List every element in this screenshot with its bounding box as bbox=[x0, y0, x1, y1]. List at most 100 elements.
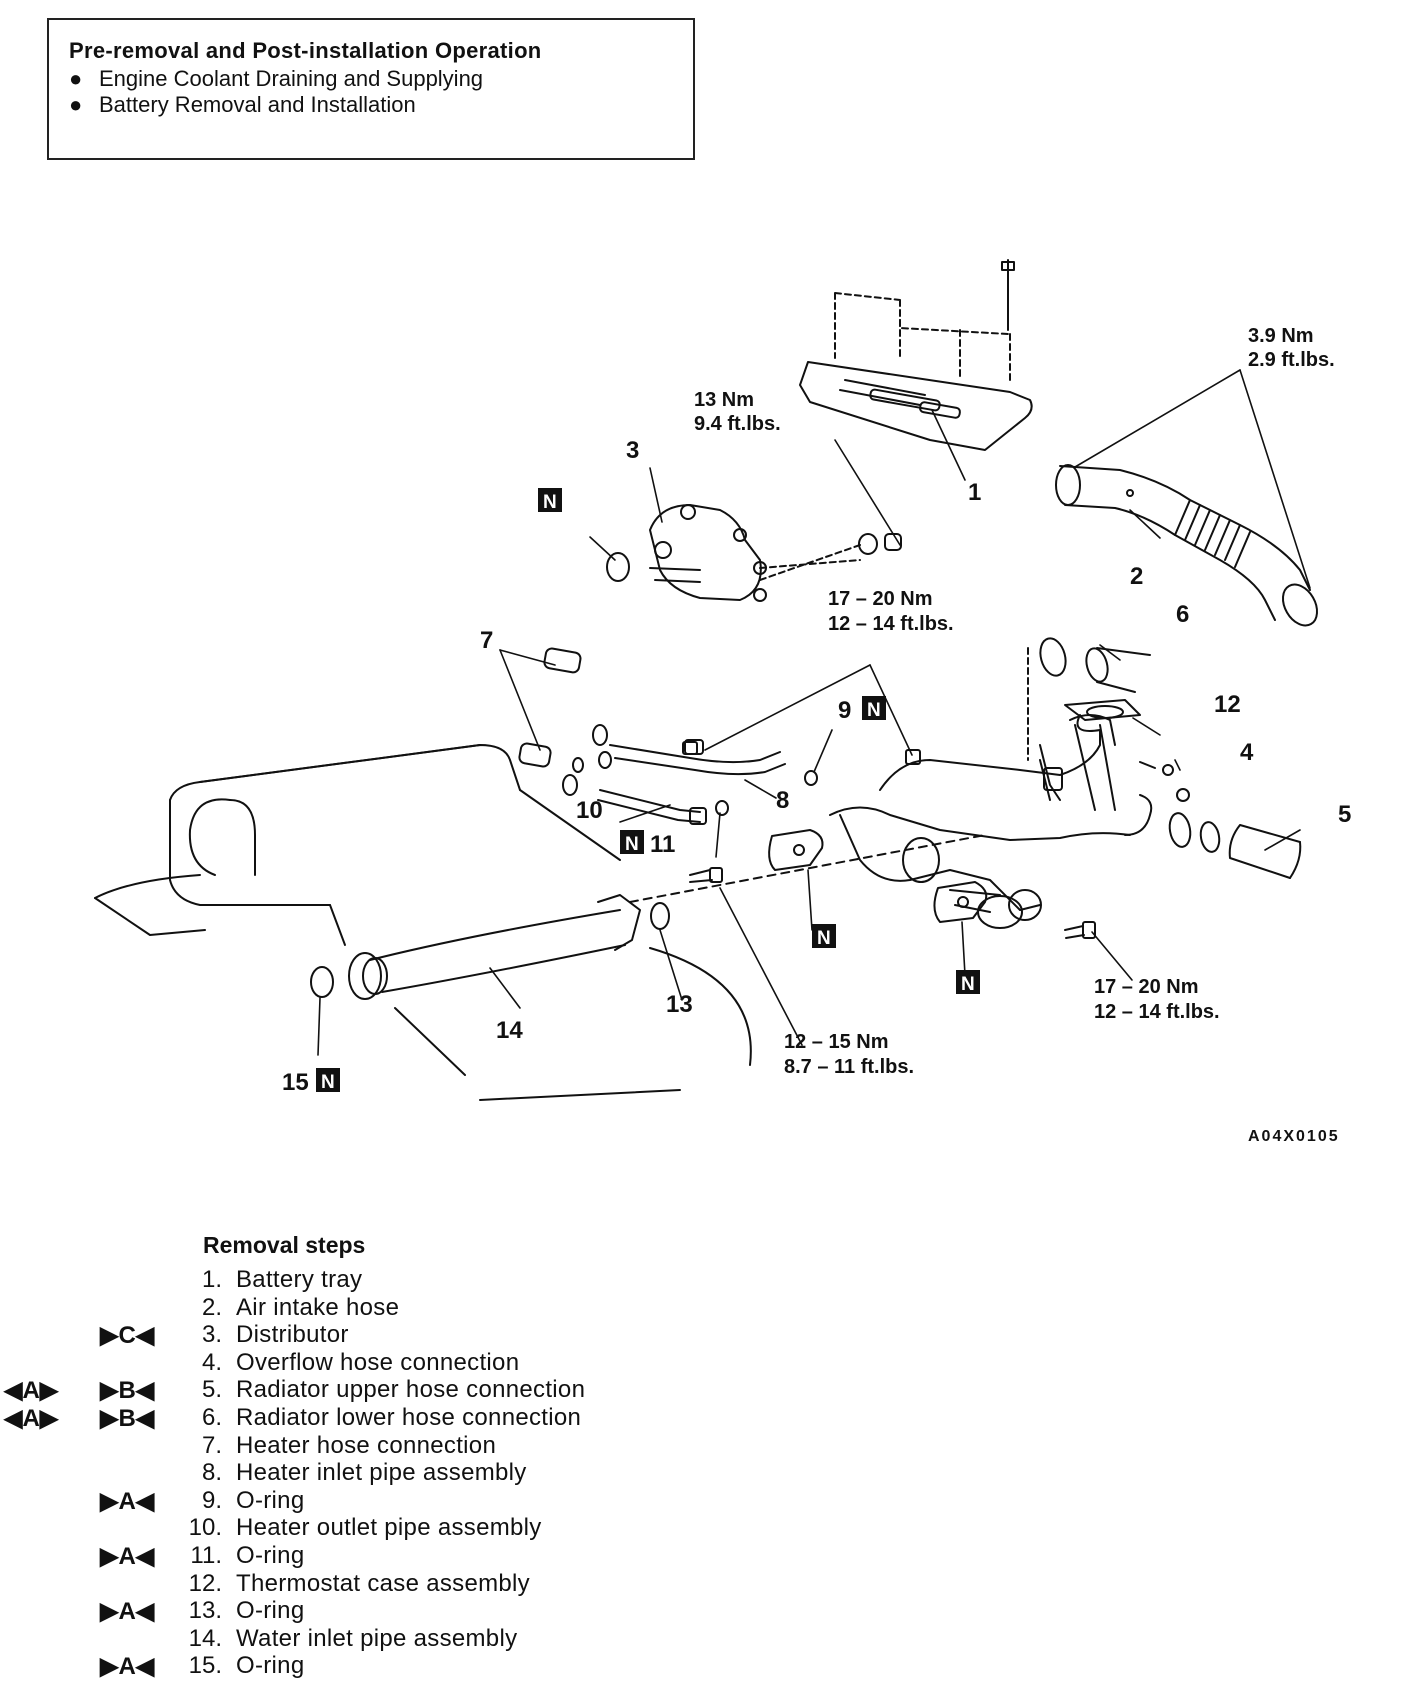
removal-step-row: 2. Air intake hose bbox=[0, 1294, 900, 1321]
heater-pipes bbox=[597, 739, 786, 825]
new-part-badge: N bbox=[862, 696, 886, 721]
step-text: O-ring bbox=[236, 1542, 305, 1569]
step-number: 13. bbox=[188, 1597, 222, 1625]
callout-9: 9 bbox=[838, 697, 851, 724]
svg-text:N: N bbox=[543, 492, 557, 513]
pre-removal-item-text: Engine Coolant Draining and Supplying bbox=[99, 66, 484, 91]
callout-13: 13 bbox=[666, 991, 693, 1018]
pre-removal-item: ● Battery Removal and Installation bbox=[69, 92, 416, 118]
air-intake-hose bbox=[1055, 464, 1319, 627]
step-text: Radiator upper hose connection bbox=[236, 1376, 586, 1404]
torque-distributor-ft: 9.4 ft.lbs. bbox=[694, 413, 781, 435]
step-number: 14. bbox=[188, 1624, 222, 1652]
torque-heater-nm: 17 – 20 Nm bbox=[828, 588, 933, 610]
removal-step-row: ▶A◀ 9. O-ring bbox=[0, 1486, 900, 1515]
step-text: O-ring bbox=[236, 1597, 305, 1625]
hose-clamp-upper bbox=[1039, 637, 1151, 693]
bullet-icon: ● bbox=[69, 66, 83, 91]
step-number: 8. bbox=[201, 1459, 222, 1487]
o-ring-11 bbox=[715, 800, 729, 816]
removal-step-row: ▶C◀3.Distributor bbox=[0, 1321, 900, 1349]
callout-5: 5 bbox=[1338, 801, 1351, 828]
svg-text:N: N bbox=[321, 1072, 335, 1093]
install-marker: ▶A◀ bbox=[100, 1487, 155, 1515]
torque-inletpipe-ft: 8.7 – 11 ft.lbs. bbox=[784, 1056, 914, 1078]
install-marker-left: ◀A▶ bbox=[4, 1405, 59, 1432]
new-part-badge: N bbox=[812, 924, 836, 949]
removal-step-row: 4.Overflow hose connection bbox=[0, 1349, 900, 1376]
callout-10: 10 bbox=[576, 797, 603, 824]
step-number: 6. bbox=[201, 1404, 222, 1431]
assembly-centerline bbox=[629, 834, 986, 903]
install-marker: ▶B◀ bbox=[100, 1377, 155, 1405]
new-part-badge: N bbox=[316, 1068, 340, 1093]
step-number: 9. bbox=[201, 1486, 222, 1514]
callout-14: 14 bbox=[496, 1017, 523, 1044]
removal-step-row: 1. Battery tray bbox=[0, 1266, 900, 1293]
step-text: Heater outlet pipe assembly bbox=[236, 1514, 542, 1542]
step-text: Air intake hose bbox=[236, 1293, 400, 1321]
torque-airhose-nm: 3.9 Nm bbox=[1248, 325, 1314, 347]
removal-step-row: ◀A▶ ▶B◀ 6. Radiator lower hose connection bbox=[0, 1404, 900, 1432]
step-text: O-ring bbox=[236, 1486, 305, 1514]
step-number: 10. bbox=[188, 1514, 222, 1542]
o-ring-9 bbox=[804, 770, 818, 786]
water-inlet-pipe bbox=[310, 894, 670, 1000]
callout-11: 11 bbox=[650, 831, 675, 858]
step-text: Water inlet pipe assembly bbox=[236, 1624, 518, 1652]
exploded-view-diagram: 3.9 Nm 2.9 ft.lbs. 13 Nm 9.4 ft.lbs. 17 … bbox=[94, 259, 1351, 1101]
svg-text:N: N bbox=[961, 974, 975, 995]
removal-step-row: 8. Heater inlet pipe assembly bbox=[0, 1459, 900, 1486]
step-number: 12. bbox=[188, 1569, 222, 1597]
step-text: Overflow hose connection bbox=[236, 1348, 520, 1376]
svg-text:N: N bbox=[867, 700, 881, 721]
install-marker: ▶B◀ bbox=[100, 1405, 155, 1432]
callout-12: 12 bbox=[1214, 691, 1241, 718]
install-marker: ▶A◀ bbox=[100, 1543, 155, 1570]
svg-text:N: N bbox=[625, 834, 639, 855]
removal-step-row: ▶A◀ 11. O-ring bbox=[0, 1542, 900, 1570]
removal-step-row: ◀A▶ ▶B◀ 5. Radiator upper hose connection bbox=[0, 1376, 900, 1405]
gaskets bbox=[768, 829, 988, 923]
step-number: 5. bbox=[201, 1376, 222, 1404]
new-part-badge: N bbox=[956, 970, 980, 995]
torque-thermostat-nm: 17 – 20 Nm bbox=[1094, 976, 1199, 998]
callout-2: 2 bbox=[1130, 563, 1143, 590]
callout-1: 1 bbox=[968, 479, 981, 506]
figure-reference: A04X0105 bbox=[1248, 1128, 1340, 1145]
bullet-icon: ● bbox=[69, 92, 83, 117]
thermostat-case-assembly bbox=[829, 647, 1302, 929]
install-marker: ▶A◀ bbox=[100, 1598, 155, 1626]
install-marker-left: ◀A▶ bbox=[4, 1377, 59, 1405]
distributor bbox=[606, 504, 902, 602]
callout-8: 8 bbox=[776, 787, 789, 814]
removal-step-row: ▶A◀ 13. O-ring bbox=[0, 1597, 900, 1626]
step-number: 2. bbox=[201, 1293, 222, 1321]
pre-removal-box: Pre-removal and Post-installation Operat… bbox=[47, 18, 695, 160]
step-text: O-ring bbox=[236, 1652, 305, 1680]
callout-numbers: 1 2 3 4 5 6 7 8 9 10 11 12 13 14 15 bbox=[282, 437, 1351, 1096]
pre-removal-item-text: Battery Removal and Installation bbox=[99, 92, 416, 117]
step-number: 1. bbox=[201, 1266, 222, 1293]
step-text: Radiator lower hose connection bbox=[236, 1404, 582, 1431]
torque-labels: 3.9 Nm 2.9 ft.lbs. 13 Nm 9.4 ft.lbs. 17 … bbox=[694, 325, 1335, 1078]
removal-step-row: 10. Heater outlet pipe assembly bbox=[0, 1514, 900, 1541]
step-text: Heater hose connection bbox=[236, 1431, 497, 1459]
install-marker: ▶A◀ bbox=[100, 1653, 155, 1681]
leader-lines bbox=[317, 369, 1311, 1056]
step-number: 11. bbox=[190, 1542, 222, 1569]
step-text: Heater inlet pipe assembly bbox=[236, 1459, 527, 1487]
new-part-badges: N N N N N N bbox=[316, 488, 980, 1093]
callout-6: 6 bbox=[1176, 601, 1189, 628]
step-number: 7. bbox=[201, 1431, 222, 1459]
heater-hose-connections bbox=[518, 647, 612, 796]
callout-7: 7 bbox=[480, 627, 493, 654]
torque-thermostat-ft: 12 – 14 ft.lbs. bbox=[1094, 1001, 1220, 1023]
callout-15: 15 bbox=[282, 1069, 309, 1096]
removal-step-row: 7. Heater hose connection bbox=[0, 1432, 900, 1459]
pre-removal-title: Pre-removal and Post-installation Operat… bbox=[69, 38, 542, 63]
new-part-badge: N bbox=[620, 830, 644, 855]
step-text: Distributor bbox=[236, 1321, 349, 1349]
step-text: Battery tray bbox=[236, 1266, 363, 1293]
svg-text:N: N bbox=[817, 928, 831, 949]
